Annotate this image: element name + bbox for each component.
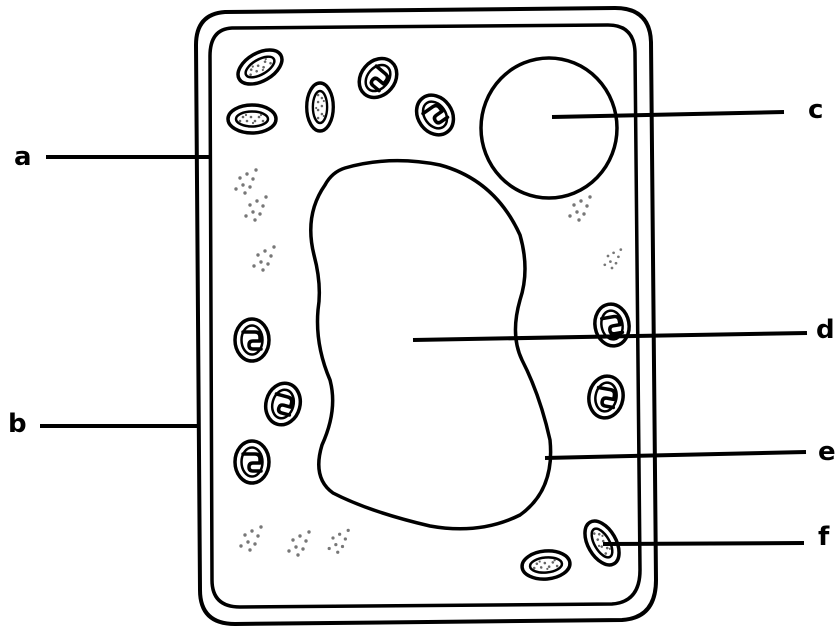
chloroplast [226, 103, 278, 135]
label-d: d [816, 315, 835, 345]
mitochondrion [233, 439, 271, 485]
mitochondrion [233, 317, 271, 363]
chloroplast [304, 81, 336, 133]
label-e: e [818, 437, 836, 467]
label-a: a [14, 142, 32, 172]
label-b: b [8, 409, 27, 439]
pointer-line-d [412, 331, 808, 342]
pointer-line-c [551, 110, 785, 119]
central-vacuole [309, 158, 553, 531]
label-f: f [818, 522, 830, 552]
label-c: c [808, 95, 823, 125]
pointer-line-e [544, 450, 807, 460]
pointer-line-f [602, 541, 805, 546]
vacuole-circle [479, 56, 619, 200]
